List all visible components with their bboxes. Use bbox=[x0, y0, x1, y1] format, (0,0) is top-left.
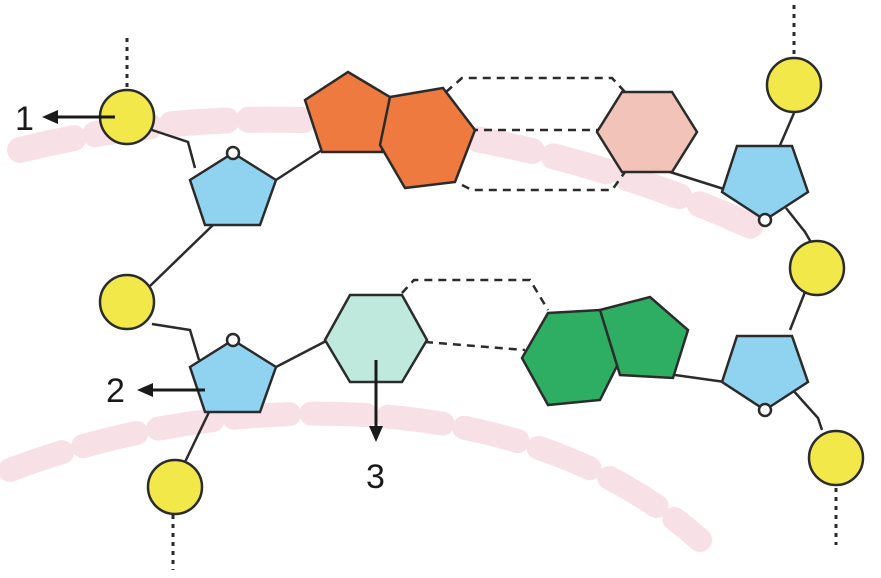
phosphate-bottom-left bbox=[146, 458, 204, 516]
sugar-bottom-right bbox=[720, 334, 810, 418]
sugar-top-left bbox=[188, 145, 278, 227]
pyrimidine-bottom bbox=[323, 293, 429, 384]
phosphate-middle-left bbox=[98, 273, 156, 331]
label-1: 1 bbox=[15, 100, 34, 138]
label-3: 3 bbox=[366, 458, 385, 496]
label-2: 2 bbox=[106, 372, 125, 410]
phosphate-middle-right bbox=[788, 239, 846, 297]
sugar-oxygen bbox=[757, 402, 773, 418]
sugar-top-right bbox=[720, 144, 810, 228]
sugar-oxygen bbox=[225, 145, 241, 161]
phosphate-bottom-right bbox=[807, 429, 865, 487]
pyrimidine-top bbox=[595, 90, 699, 174]
backbone-lines bbox=[149, 112, 824, 463]
sugar-oxygen bbox=[757, 212, 773, 228]
sugar-bottom-left bbox=[188, 332, 278, 414]
hydrogen-bonds bbox=[401, 76, 627, 352]
phosphate-top-right bbox=[765, 56, 823, 114]
arrows bbox=[42, 110, 383, 442]
purine-top bbox=[303, 70, 477, 190]
sugar-oxygen bbox=[225, 332, 241, 348]
purine-bottom bbox=[520, 295, 690, 407]
